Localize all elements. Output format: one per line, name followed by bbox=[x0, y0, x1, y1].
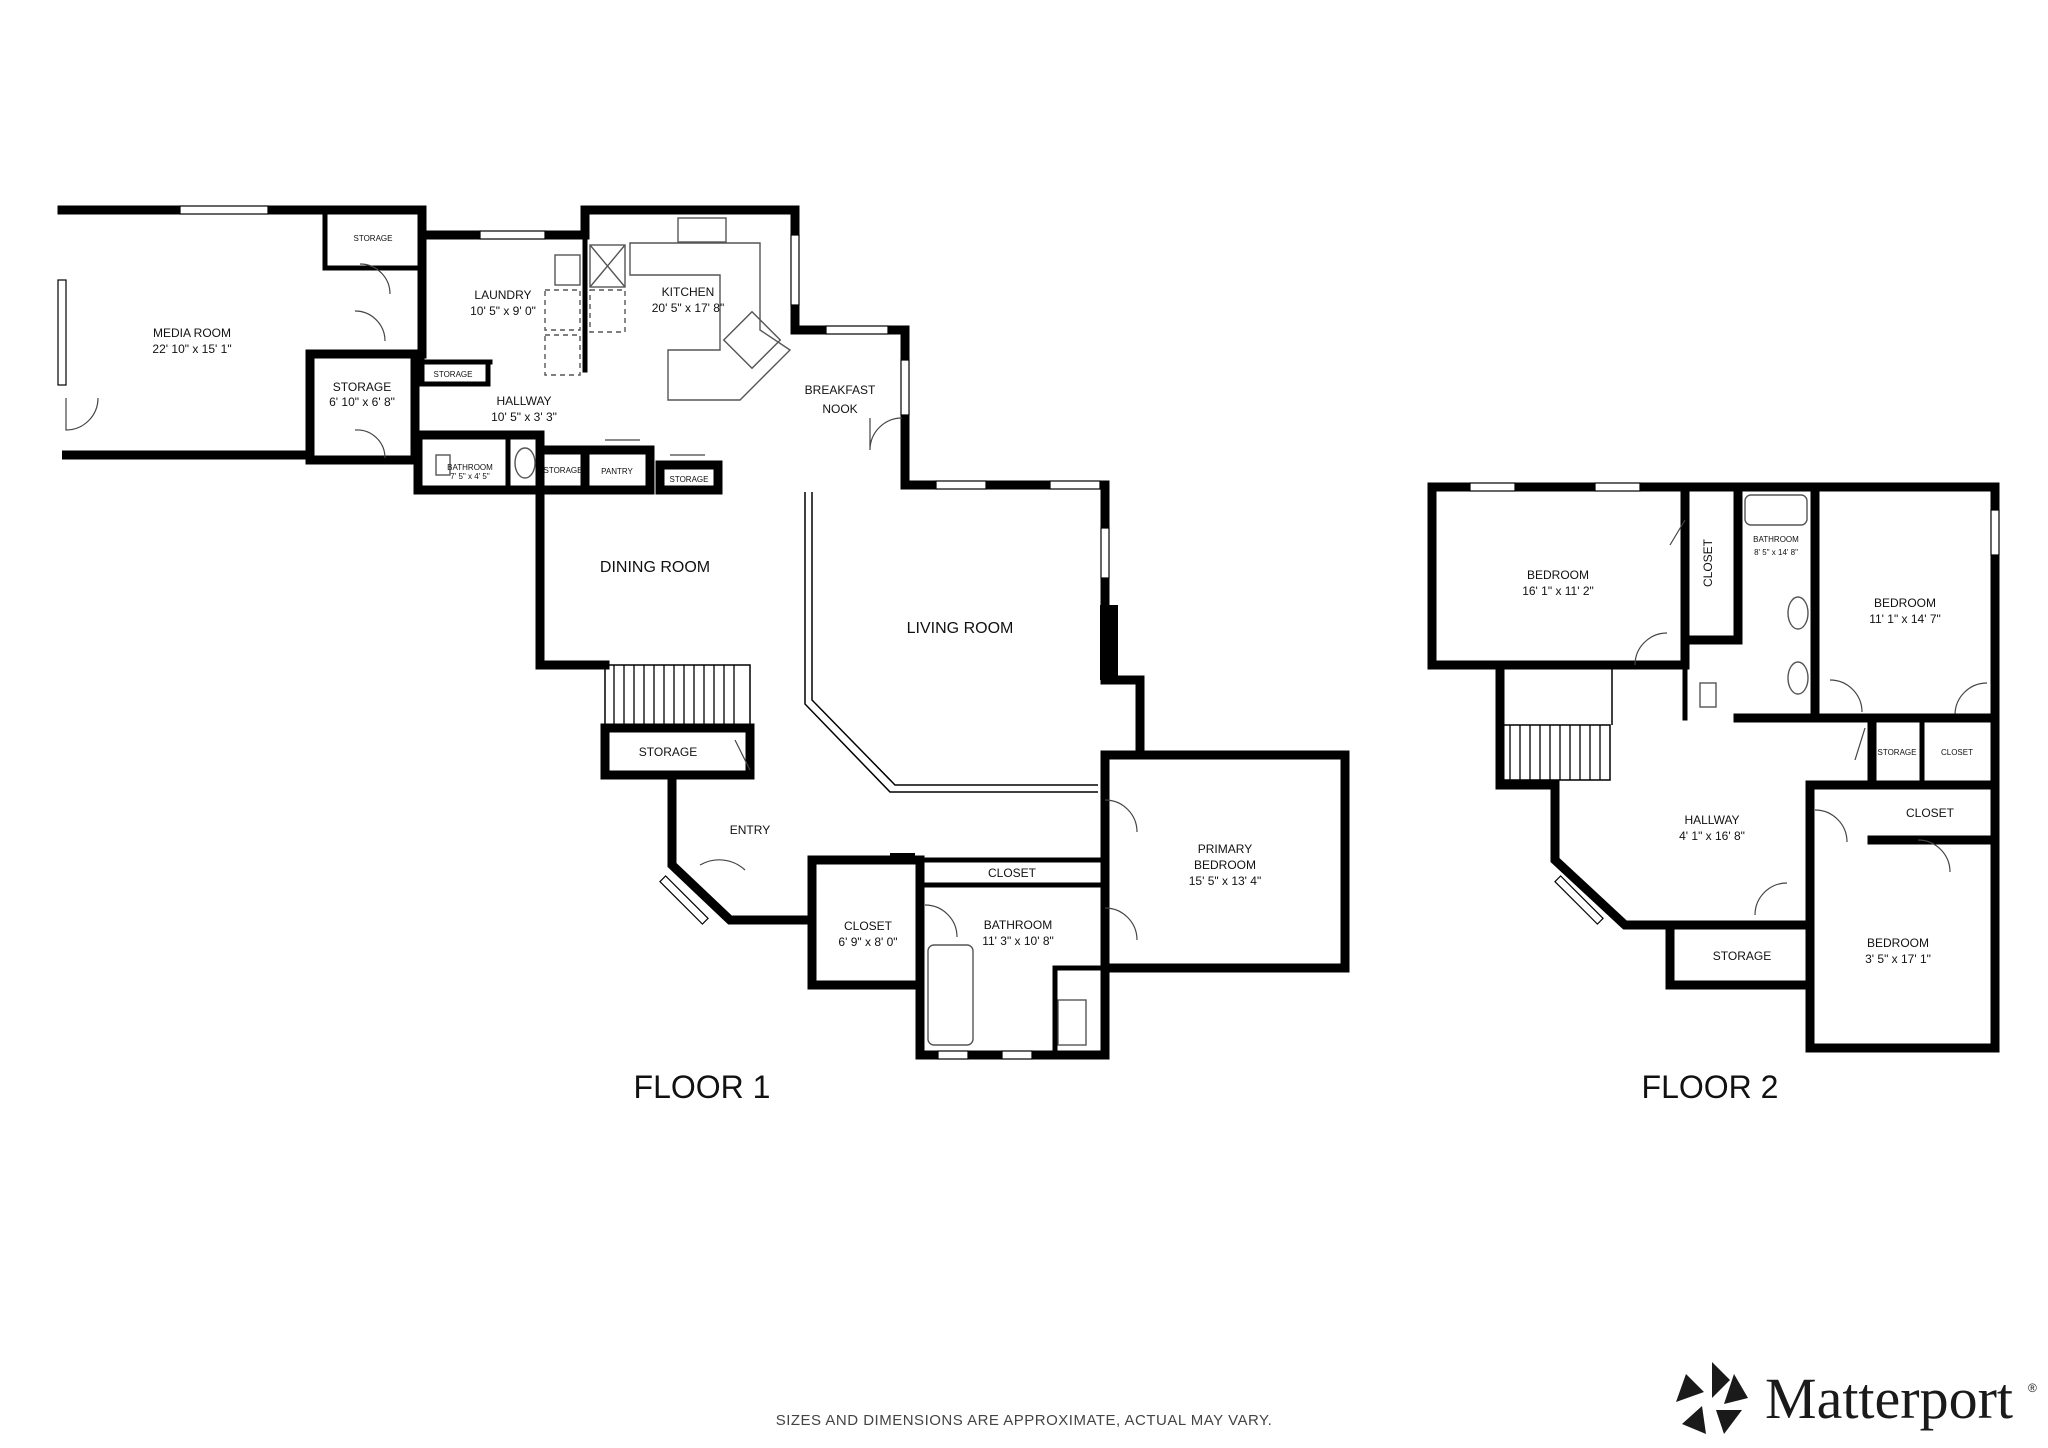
laundry-kitchen-block: LAUNDRY 10' 5" x 9' 0" STORAGE HALLWAY 1… bbox=[417, 205, 910, 490]
storage-small-name: STORAGE bbox=[434, 370, 473, 379]
dining-room: DINING ROOM bbox=[535, 485, 751, 726]
disclaimer-text: SIZES AND DIMENSIONS ARE APPROXIMATE, AC… bbox=[776, 1412, 1273, 1429]
utility-row: BATHROOM 7' 5" x 4' 5" STORAGE PANTRY ST… bbox=[413, 430, 723, 495]
media-room-dim: 22' 10" x 15' 1" bbox=[152, 342, 231, 356]
pantry-name: PANTRY bbox=[601, 467, 633, 476]
closet-walkin-dim: 6' 9" x 8' 0" bbox=[838, 935, 897, 949]
matterport-logo-icon bbox=[1676, 1362, 1748, 1434]
bathroom-name: BATHROOM bbox=[984, 918, 1052, 932]
storage-closet-name: STORAGE bbox=[544, 466, 583, 475]
bedroom-bottom: BEDROOM 3' 5" x 17' 1" bbox=[1805, 780, 2000, 1053]
kitchen-name: KITCHEN bbox=[662, 285, 715, 299]
stairs-floor1 bbox=[604, 664, 751, 726]
entry: ENTRY bbox=[659, 773, 817, 925]
storage-floor2: STORAGE bbox=[1665, 920, 1815, 990]
media-room: MEDIA ROOM 22' 10" x 15' 1" STORAGE bbox=[57, 205, 427, 460]
storage-closet-row: STORAGE CLOSET CLOSET bbox=[1854, 713, 2000, 873]
bedroom-left: BEDROOM 16' 1" x 11' 2" bbox=[1427, 482, 1690, 670]
closet-top-name: CLOSET bbox=[988, 866, 1037, 880]
brand-name: Matterport bbox=[1765, 1366, 2013, 1431]
media-room-name: MEDIA ROOM bbox=[153, 326, 231, 340]
dining-room-name: DINING ROOM bbox=[600, 559, 710, 576]
storage-mid-name: STORAGE bbox=[333, 380, 391, 394]
stairs-floor2 bbox=[1499, 724, 1611, 781]
storage-f2-name: STORAGE bbox=[1713, 949, 1771, 963]
storage-small-f2-name: STORAGE bbox=[1878, 748, 1917, 757]
closet-mid-name: CLOSET bbox=[1906, 806, 1955, 820]
hallway-dim: 10' 5" x 3' 3" bbox=[491, 410, 557, 424]
primary-bedroom-dim: 15' 5" x 13' 4" bbox=[1189, 874, 1261, 888]
bathroom-f2-dim: 8' 5" x 14' 8" bbox=[1754, 548, 1798, 557]
bathroom-dim: 11' 3" x 10' 8" bbox=[982, 934, 1054, 948]
primary-bedroom: PRIMARY BEDROOM 15' 5" x 13' 4" bbox=[1100, 750, 1350, 973]
primary-bedroom-name-2: BEDROOM bbox=[1194, 858, 1256, 872]
floor-2-label: FLOOR 2 bbox=[1642, 1069, 1779, 1105]
breakfast-nook-name-2: NOOK bbox=[822, 402, 857, 416]
storage-top-name: STORAGE bbox=[354, 234, 393, 243]
closet-vertical-name: CLOSET bbox=[1701, 538, 1715, 587]
floor-1-plan: MEDIA ROOM 22' 10" x 15' 1" STORAGE STOR… bbox=[57, 205, 1350, 1105]
bedroom-bottom-name: BEDROOM bbox=[1867, 936, 1929, 950]
bathroom-small-name: BATHROOM bbox=[447, 463, 493, 472]
bathroom-f2-name: BATHROOM bbox=[1753, 535, 1799, 544]
floor-2-plan: BEDROOM 16' 1" x 11' 2" CLOSET BATHROOM … bbox=[1427, 482, 2000, 1105]
storage-stair-room: STORAGE bbox=[600, 723, 755, 780]
laundry-dim: 10' 5" x 9' 0" bbox=[470, 304, 536, 318]
storage-mid-room: STORAGE 6' 10" x 6' 8" bbox=[305, 310, 420, 465]
closet-small-name: CLOSET bbox=[1941, 748, 1973, 757]
storage-stair-name: STORAGE bbox=[639, 745, 697, 759]
storage-right-name: STORAGE bbox=[670, 475, 709, 484]
hallway-name: HALLWAY bbox=[496, 394, 551, 408]
brand-registered-mark: ® bbox=[2028, 1381, 2037, 1395]
primary-suite-wing: CLOSET CLOSET 6' 9" x 8' 0" BATHROOM 11'… bbox=[807, 853, 1110, 1060]
living-room: LIVING ROOM bbox=[804, 480, 1145, 793]
living-room-name: LIVING ROOM bbox=[907, 620, 1014, 637]
bedroom-right-name: BEDROOM bbox=[1874, 596, 1936, 610]
closet-vertical: CLOSET bbox=[1669, 482, 1743, 645]
storage-mid-dim: 6' 10" x 6' 8" bbox=[329, 395, 395, 409]
laundry-name: LAUNDRY bbox=[474, 288, 531, 302]
hallway-f2-name: HALLWAY bbox=[1684, 813, 1739, 827]
bathroom-small-dim: 7' 5" x 4' 5" bbox=[450, 472, 490, 481]
entry-name: ENTRY bbox=[730, 823, 770, 837]
kitchen-dim: 20' 5" x 17' 8" bbox=[652, 301, 724, 315]
primary-bedroom-name-1: PRIMARY bbox=[1198, 842, 1252, 856]
bathroom-floor2: BATHROOM 8' 5" x 14' 8" bbox=[1682, 482, 1820, 723]
closet-walkin-name: CLOSET bbox=[844, 919, 893, 933]
bedroom-right-dim: 11' 1" x 14' 7" bbox=[1869, 612, 1941, 626]
floor-1-label: FLOOR 1 bbox=[634, 1069, 771, 1105]
bedroom-right: BEDROOM 11' 1" x 14' 7" bbox=[1810, 482, 2000, 723]
bedroom-left-name: BEDROOM bbox=[1527, 568, 1589, 582]
bedroom-bottom-dim: 3' 5" x 17' 1" bbox=[1865, 952, 1931, 966]
hallway-f2-dim: 4' 1" x 16' 8" bbox=[1679, 829, 1745, 843]
breakfast-nook-name-1: BREAKFAST bbox=[805, 383, 876, 397]
bedroom-left-dim: 16' 1" x 11' 2" bbox=[1522, 584, 1594, 598]
